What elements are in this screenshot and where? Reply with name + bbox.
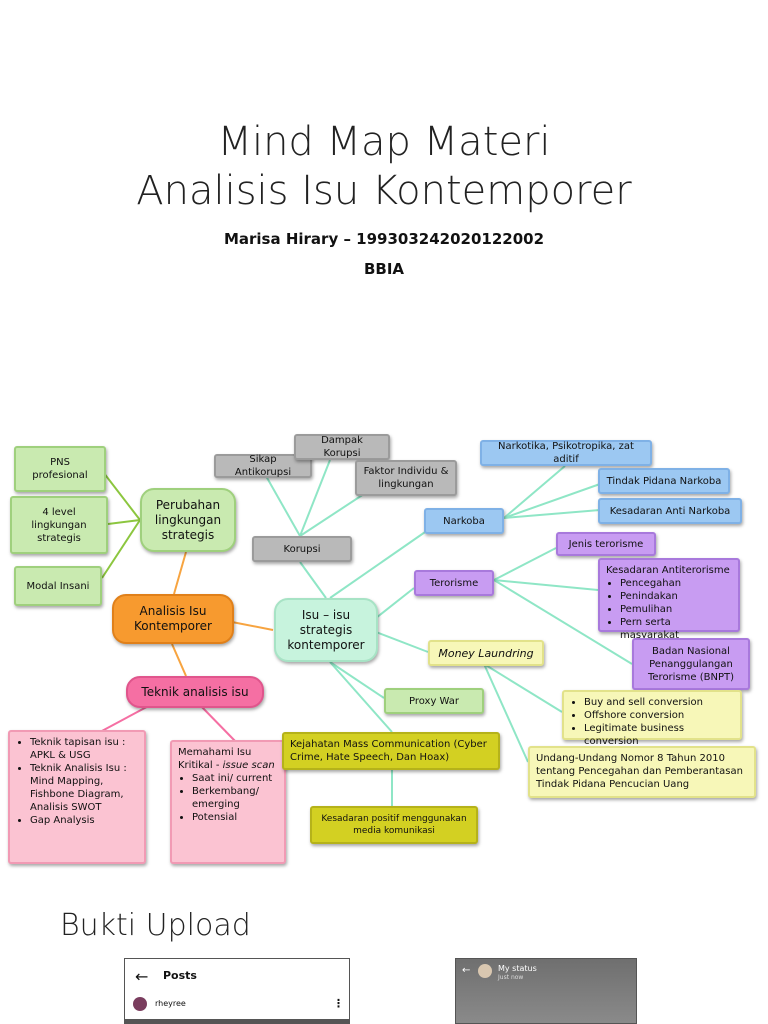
- status-time: Just now: [498, 974, 524, 981]
- node-faktor-individu: Faktor Individu & lingkungan: [355, 460, 457, 496]
- conversion-item-3: Legitimate business conversion: [584, 722, 734, 748]
- node-money-laundring: Money Laundring: [428, 640, 544, 666]
- avatar: [133, 997, 147, 1011]
- conversion-item-2: Offshore conversion: [584, 709, 734, 722]
- node-bnpt: Badan Nasional Penanggulangan Terorisme …: [632, 638, 750, 690]
- back-arrow-icon[interactable]: ←: [135, 967, 149, 986]
- posts-label: Posts: [163, 969, 197, 982]
- author-line: Marisa Hirary – 199303242020122002: [223, 230, 545, 248]
- node-4-level: 4 level lingkungan strategis: [10, 496, 108, 554]
- node-narkoba: Narkoba: [424, 508, 504, 534]
- memahami-item-3: Potensial: [192, 811, 278, 824]
- node-memahami-isu: Memahami Isu Kritikal - issue scan Saat …: [170, 740, 286, 864]
- node-terorisme: Terorisme: [414, 570, 494, 596]
- node-perubahan-lingkungan: Perubahan lingkungan strategis: [140, 488, 236, 552]
- memahami-title: Memahami Isu Kritikal - issue scan: [178, 747, 275, 771]
- node-pns-profesional: PNS profesional: [14, 446, 106, 492]
- kesadaran-teror-item-1: Pencegahan: [620, 577, 732, 590]
- node-teknik-list: Teknik tapisan isu : APKL & USG Teknik A…: [8, 730, 146, 864]
- node-isu-strategis: Isu – isu strategis kontemporer: [274, 598, 378, 662]
- conversion-item-1: Buy and sell conversion: [584, 696, 734, 709]
- node-undang-undang: Undang-Undang Nomor 8 Tahun 2010 tentang…: [528, 746, 756, 798]
- screenshot-posts[interactable]: ← Posts rheyree ⋮: [124, 958, 350, 1024]
- teknik-item-1: Teknik tapisan isu : APKL & USG: [30, 736, 138, 762]
- node-kesadaran-positif: Kesadaran positif menggunakan media komu…: [310, 806, 478, 844]
- kesadaran-teror-item-3: Pemulihan: [620, 603, 732, 616]
- title-line-2: Analisis Isu Kontemporer: [136, 168, 632, 214]
- status-label: My status: [498, 964, 537, 973]
- bukti-upload-heading: Bukti Upload: [60, 908, 251, 943]
- post-image-strip: [125, 1019, 349, 1023]
- memahami-item-2: Berkembang/ emerging: [192, 785, 278, 811]
- node-korupsi: Korupsi: [252, 536, 352, 562]
- node-narkotika: Narkotika, Psikotropika, zat aditif: [480, 440, 652, 466]
- back-arrow-icon[interactable]: ←: [462, 965, 471, 976]
- node-kejahatan-mass-communication: Kejahatan Mass Communication (Cyber Crim…: [282, 732, 500, 770]
- kesadaran-teror-title: Kesadaran Antiterorisme: [606, 565, 730, 576]
- username-label: rheyree: [155, 999, 186, 1008]
- title-line-1: Mind Map Materi: [217, 119, 551, 165]
- node-proxy-war: Proxy War: [384, 688, 484, 714]
- memahami-item-1: Saat ini/ current: [192, 772, 278, 785]
- node-teknik-analisis: Teknik analisis isu: [126, 676, 264, 708]
- node-dampak-korupsi: Dampak Korupsi: [294, 434, 390, 460]
- teknik-item-2: Teknik Analisis Isu : Mind Mapping, Fish…: [30, 762, 138, 814]
- node-tindak-pidana-narkoba: Tindak Pidana Narkoba: [598, 468, 730, 494]
- node-kesadaran-antiterorisme: Kesadaran Antiterorisme Pencegahan Penin…: [598, 558, 740, 641]
- kesadaran-teror-item-2: Penindakan: [620, 590, 732, 603]
- teknik-item-3: Gap Analysis: [30, 814, 138, 827]
- unit-line: BBIA: [363, 260, 405, 278]
- status-avatar: [478, 964, 492, 978]
- more-options-icon[interactable]: ⋮: [333, 997, 344, 1010]
- node-jenis-terorisme: Jenis terorisme: [556, 532, 656, 556]
- screenshot-status[interactable]: ← My status Just now: [455, 958, 637, 1024]
- node-modal-insani: Modal Insani: [14, 566, 102, 606]
- kesadaran-teror-item-4: Pern serta masyarakat: [620, 616, 732, 642]
- node-kesadaran-anti-narkoba: Kesadaran Anti Narkoba: [598, 498, 742, 524]
- node-conversion-list: Buy and sell conversion Offshore convers…: [562, 690, 742, 747]
- node-analisis-isu-center: Analisis Isu Kontemporer: [112, 594, 234, 644]
